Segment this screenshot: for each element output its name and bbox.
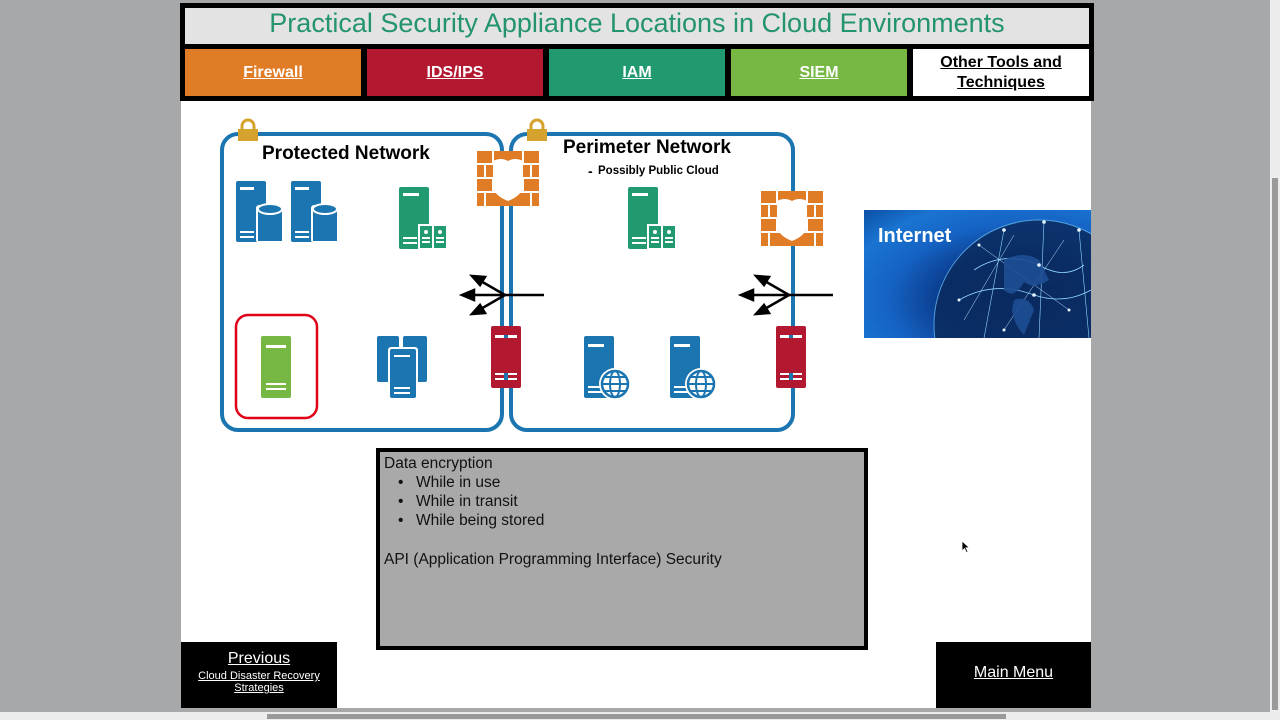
page-title: Practical Security Appliance Locations i… — [185, 8, 1089, 44]
globe-icon — [933, 219, 1091, 338]
perimeter-network-dash: - — [588, 163, 593, 179]
ids-ips-sensor-icon — [491, 326, 521, 388]
previous-label: Previous — [227, 650, 291, 667]
bullet-icon: • — [398, 493, 404, 510]
database-server-icon — [291, 181, 339, 243]
server-cluster-icon — [377, 336, 427, 399]
info-heading: Data encryption — [384, 455, 493, 472]
siem-highlight-frame — [234, 313, 319, 420]
internet-label: Internet — [878, 225, 952, 247]
mouse-cursor-icon — [961, 540, 971, 554]
tab-firewall[interactable]: Firewall — [185, 49, 361, 96]
horizontal-scrollbar-thumb[interactable] — [267, 714, 1006, 719]
firewall-icon — [477, 151, 539, 206]
info-box: Data encryption • While in use • While i… — [376, 448, 868, 650]
lock-icon — [238, 118, 258, 141]
traffic-arrows-icon — [458, 274, 544, 316]
tab-iam[interactable]: IAM — [549, 49, 725, 96]
internet-image: Internet — [864, 210, 1091, 338]
bullet-icon: • — [398, 474, 404, 491]
bullet-item: While in use — [416, 474, 501, 491]
siem-server-icon — [261, 336, 291, 398]
main-menu-button[interactable]: Main Menu — [936, 642, 1091, 708]
bullet-icon: • — [398, 512, 404, 529]
firewall-icon — [761, 191, 823, 246]
previous-subtitle-line1: Cloud Disaster Recovery — [198, 670, 320, 682]
web-server-icon — [584, 336, 631, 400]
ids-ips-sensor-icon — [776, 326, 806, 388]
tab-other-tools[interactable]: Other Tools and Techniques — [913, 49, 1089, 96]
traffic-arrows-icon — [737, 274, 833, 316]
bullet-item: While in transit — [416, 493, 518, 510]
protected-network-label: Protected Network — [262, 143, 430, 164]
directory-server-icon — [399, 187, 448, 250]
previous-subtitle-line2: Strategies — [234, 682, 284, 694]
perimeter-network-label: Perimeter Network — [563, 137, 731, 158]
web-server-icon — [670, 336, 717, 400]
directory-server-icon — [628, 187, 677, 250]
info-footer: API (Application Programming Interface) … — [384, 551, 722, 568]
tab-siem[interactable]: SIEM — [731, 49, 907, 96]
previous-button[interactable]: Previous Cloud Disaster Recovery Strateg… — [181, 642, 337, 708]
tab-ids-ips[interactable]: IDS/IPS — [367, 49, 543, 96]
main-menu-label: Main Menu — [973, 664, 1054, 681]
bullet-item: While being stored — [416, 512, 545, 529]
perimeter-network-boundary — [509, 132, 795, 432]
perimeter-network-sublabel: Possibly Public Cloud — [598, 165, 719, 177]
protected-network-boundary — [220, 132, 504, 432]
database-server-icon — [236, 181, 284, 243]
lock-icon — [527, 118, 547, 141]
vertical-scrollbar-thumb[interactable] — [1272, 178, 1278, 710]
